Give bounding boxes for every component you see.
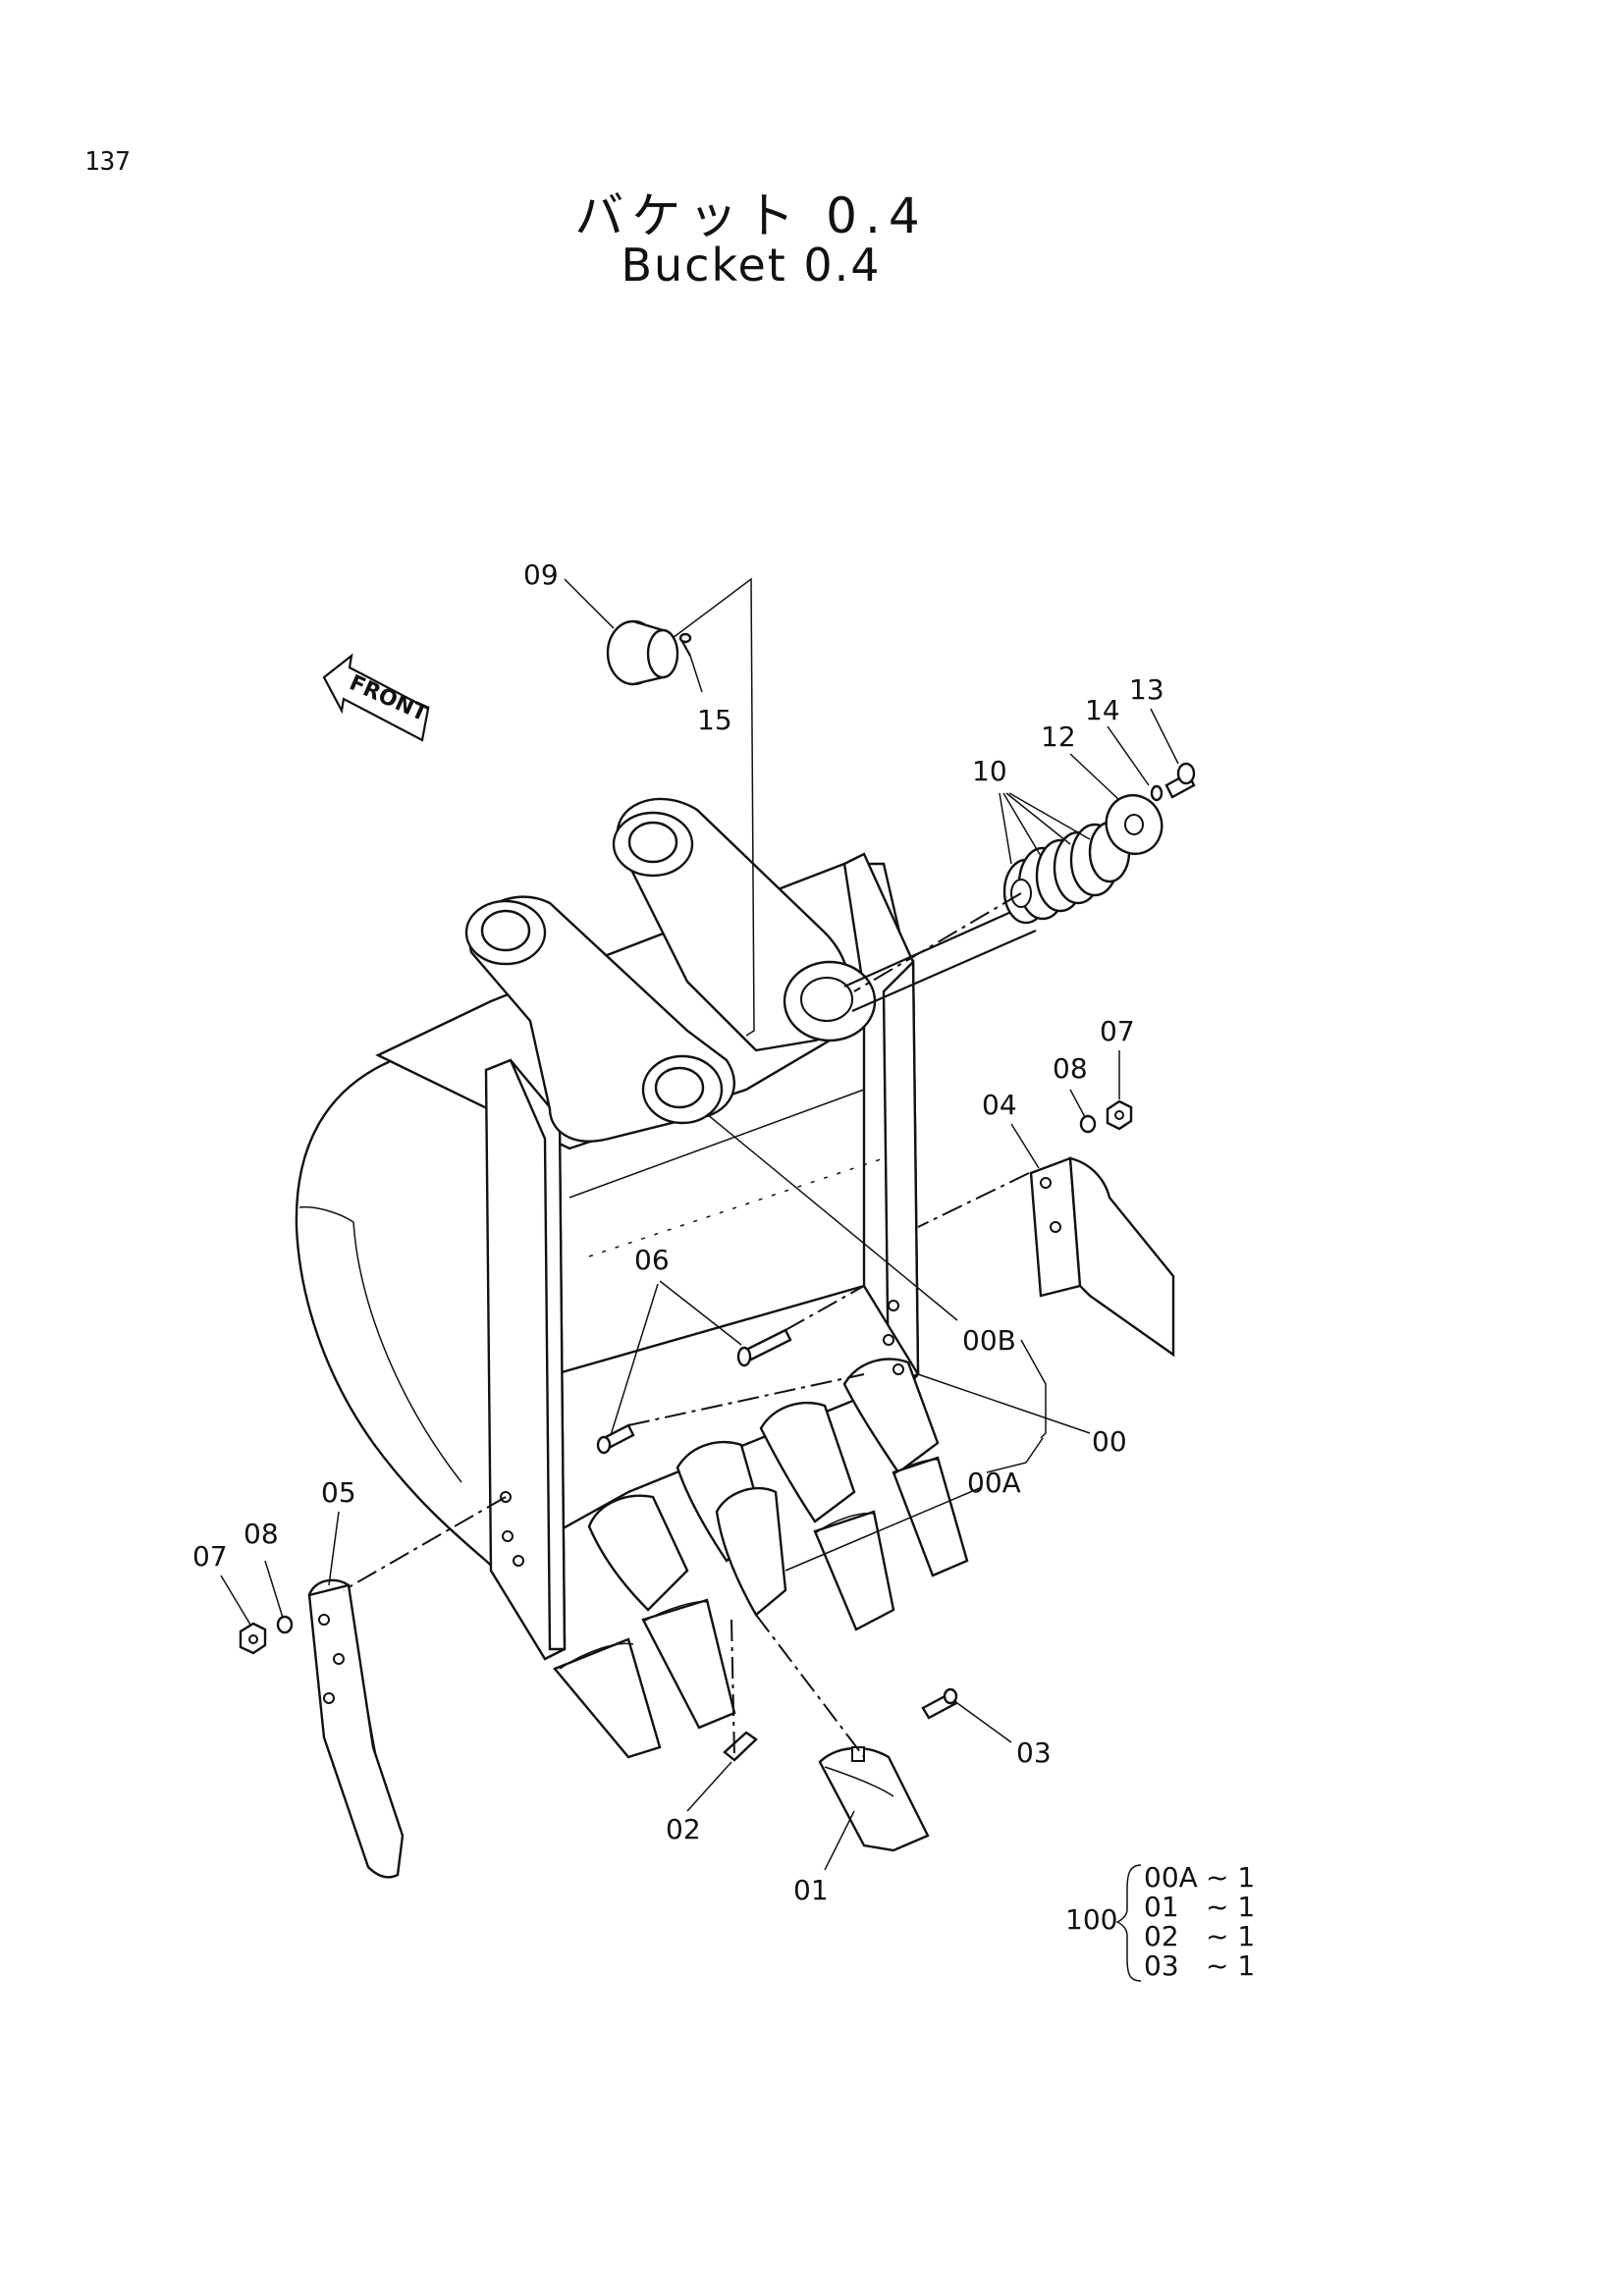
callout-00a: 00A xyxy=(967,1467,1021,1499)
callout-13: 13 xyxy=(1129,673,1164,706)
kit-part: 01 xyxy=(1144,1891,1179,1923)
part-09-cap xyxy=(606,619,679,686)
part-08-washer-left xyxy=(276,1615,294,1634)
part-14-lock-washer xyxy=(1150,784,1163,802)
callout-07-left: 07 xyxy=(192,1540,228,1573)
callout-00: 00 xyxy=(1092,1425,1127,1458)
mounting-brackets xyxy=(464,797,1037,1143)
kit-qty: ~ 1 xyxy=(1206,1949,1255,1982)
callout-01: 01 xyxy=(793,1874,829,1906)
kit-table: 100 00A ~ 1 01 ~ 1 02 ~ 1 03 ~ 1 xyxy=(1065,1861,1255,1982)
kit-qty: ~ 1 xyxy=(1206,1891,1255,1923)
callout-02: 02 xyxy=(666,1813,701,1845)
front-arrow-icon: FRONT xyxy=(322,653,431,742)
callout-07-right: 07 xyxy=(1100,1015,1135,1047)
part-15-pin xyxy=(678,632,692,657)
callout-05: 05 xyxy=(321,1476,356,1509)
part-04-side-cutter xyxy=(1029,1156,1175,1358)
teeth-row xyxy=(553,1358,969,1759)
callout-09: 09 xyxy=(523,559,559,591)
leader-lines xyxy=(220,577,1179,1871)
kit-row: 01 ~ 1 xyxy=(1144,1891,1255,1923)
part-03-lock xyxy=(921,1687,958,1720)
callout-08-left: 08 xyxy=(243,1518,279,1550)
front-arrow-label: FRONT xyxy=(346,670,431,726)
kit-row: 02 ~ 1 xyxy=(1144,1920,1255,1952)
part-01-tooth xyxy=(818,1746,930,1852)
center-lines xyxy=(343,892,1030,1758)
callout-labels: 09 15 10 12 14 13 07 08 04 06 00B 00 00A… xyxy=(192,559,1164,1906)
kit-part: 03 xyxy=(1144,1949,1179,1982)
part-12-washer xyxy=(1105,794,1163,855)
callout-12: 12 xyxy=(1041,721,1076,753)
page-title-japanese: バケット 0.4 xyxy=(574,187,928,244)
part-08-washer-right xyxy=(1079,1114,1097,1134)
page-number: 137 xyxy=(84,147,131,177)
bolt-holes-right xyxy=(883,1300,904,1375)
callout-03: 03 xyxy=(1016,1736,1052,1769)
part-13-bolt xyxy=(1164,762,1196,799)
callout-00b: 00B xyxy=(962,1324,1016,1357)
kit-row: 03 ~ 1 xyxy=(1144,1949,1255,1982)
part-06-bolts xyxy=(596,1328,792,1455)
callout-04: 04 xyxy=(982,1089,1017,1121)
kit-qty: ~ 1 xyxy=(1206,1861,1255,1894)
callout-08-right: 08 xyxy=(1053,1052,1088,1085)
kit-row: 00A ~ 1 xyxy=(1144,1861,1255,1894)
part-07-nut-right xyxy=(1106,1099,1133,1131)
kit-part: 00A xyxy=(1144,1861,1198,1894)
part-02-pin xyxy=(723,1731,758,1762)
callout-10: 10 xyxy=(972,755,1007,787)
kit-qty: ~ 1 xyxy=(1206,1920,1255,1952)
page-title-english: Bucket 0.4 xyxy=(621,239,882,292)
part-05-side-cutter xyxy=(307,1578,405,1879)
callout-15: 15 xyxy=(697,704,732,736)
callout-06: 06 xyxy=(634,1244,670,1276)
kit-part: 02 xyxy=(1144,1920,1179,1952)
part-07-nut-left xyxy=(239,1622,267,1655)
kit-label: 100 xyxy=(1065,1903,1117,1936)
callout-14: 14 xyxy=(1085,694,1120,726)
